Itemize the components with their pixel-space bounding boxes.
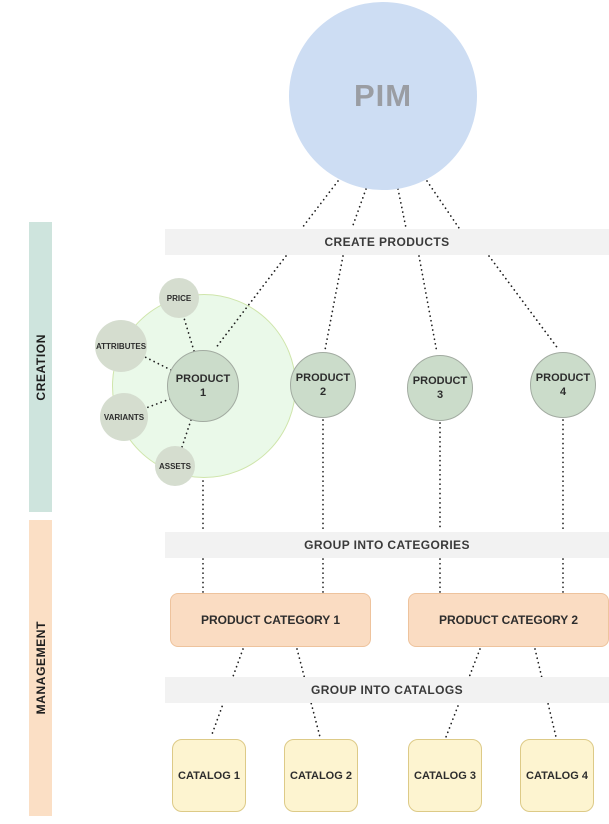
group-into-categories-bar: GROUP INTO CATEGORIES <box>165 532 609 558</box>
product-4-label: PRODUCT 4 <box>535 371 591 398</box>
product-node-2: PRODUCT 2 <box>290 352 356 418</box>
catalog-3-box: CATALOG 3 <box>408 739 482 812</box>
detail-assets-label: ASSETS <box>158 461 191 471</box>
product-category-2-label: PRODUCT CATEGORY 2 <box>438 613 579 627</box>
catalog-2-box: CATALOG 2 <box>284 739 358 812</box>
create-products-bar-label: CREATE PRODUCTS <box>324 235 450 249</box>
detail-node-price: PRICE <box>159 278 199 318</box>
detail-node-variants: VARIANTS <box>100 393 148 441</box>
management-section-label: MANAGEMENT <box>33 621 48 715</box>
catalog-2-label: CATALOG 2 <box>290 769 352 782</box>
group-into-catalogs-bar-label: GROUP INTO CATALOGS <box>310 683 464 697</box>
management-section-band: MANAGEMENT <box>29 520 52 816</box>
product-1-label: PRODUCT 1 <box>175 372 231 399</box>
connector-pim-bar-2 <box>351 188 367 229</box>
group-into-categories-bar-label: GROUP INTO CATEGORIES <box>304 538 470 552</box>
catalog-4-box: CATALOG 4 <box>520 739 594 812</box>
creation-section-band: CREATION <box>29 222 52 512</box>
catalog-3-label: CATALOG 3 <box>414 769 476 782</box>
product-node-4: PRODUCT 4 <box>530 352 596 418</box>
product-3-label: PRODUCT 3 <box>412 374 468 401</box>
product-category-1-box: PRODUCT CATEGORY 1 <box>170 593 371 647</box>
connector-pim-bar-3 <box>397 188 407 229</box>
connector-bar-product-3 <box>418 255 438 354</box>
catalog-4-label: CATALOG 4 <box>526 769 588 782</box>
creation-section-label: CREATION <box>33 333 48 401</box>
detail-node-assets: ASSETS <box>155 446 195 486</box>
product-category-2-box: PRODUCT CATEGORY 2 <box>408 593 609 647</box>
product-2-label: PRODUCT 2 <box>295 371 351 398</box>
catalog-1-label: CATALOG 1 <box>178 769 240 782</box>
product-node-3: PRODUCT 3 <box>407 355 473 421</box>
connector-bar-product-2 <box>324 255 344 351</box>
connector-pim-bar-4 <box>426 180 460 229</box>
catalog-1-box: CATALOG 1 <box>172 739 246 812</box>
product-node-1: PRODUCT 1 <box>167 350 239 422</box>
detail-variants-label: VARIANTS <box>103 412 145 422</box>
detail-attributes-label: ATTRIBUTES <box>95 341 147 351</box>
connector-pim-bar-1 <box>301 180 339 229</box>
pim-node: PIM <box>289 2 477 190</box>
pim-label: PIM <box>353 78 413 113</box>
connector-bar-product-4 <box>488 255 560 351</box>
detail-node-attributes: ATTRIBUTES <box>95 320 147 372</box>
create-products-bar: CREATE PRODUCTS <box>165 229 609 255</box>
product-category-1-label: PRODUCT CATEGORY 1 <box>200 613 341 627</box>
group-into-catalogs-bar: GROUP INTO CATALOGS <box>165 677 609 703</box>
detail-price-label: PRICE <box>166 293 192 303</box>
